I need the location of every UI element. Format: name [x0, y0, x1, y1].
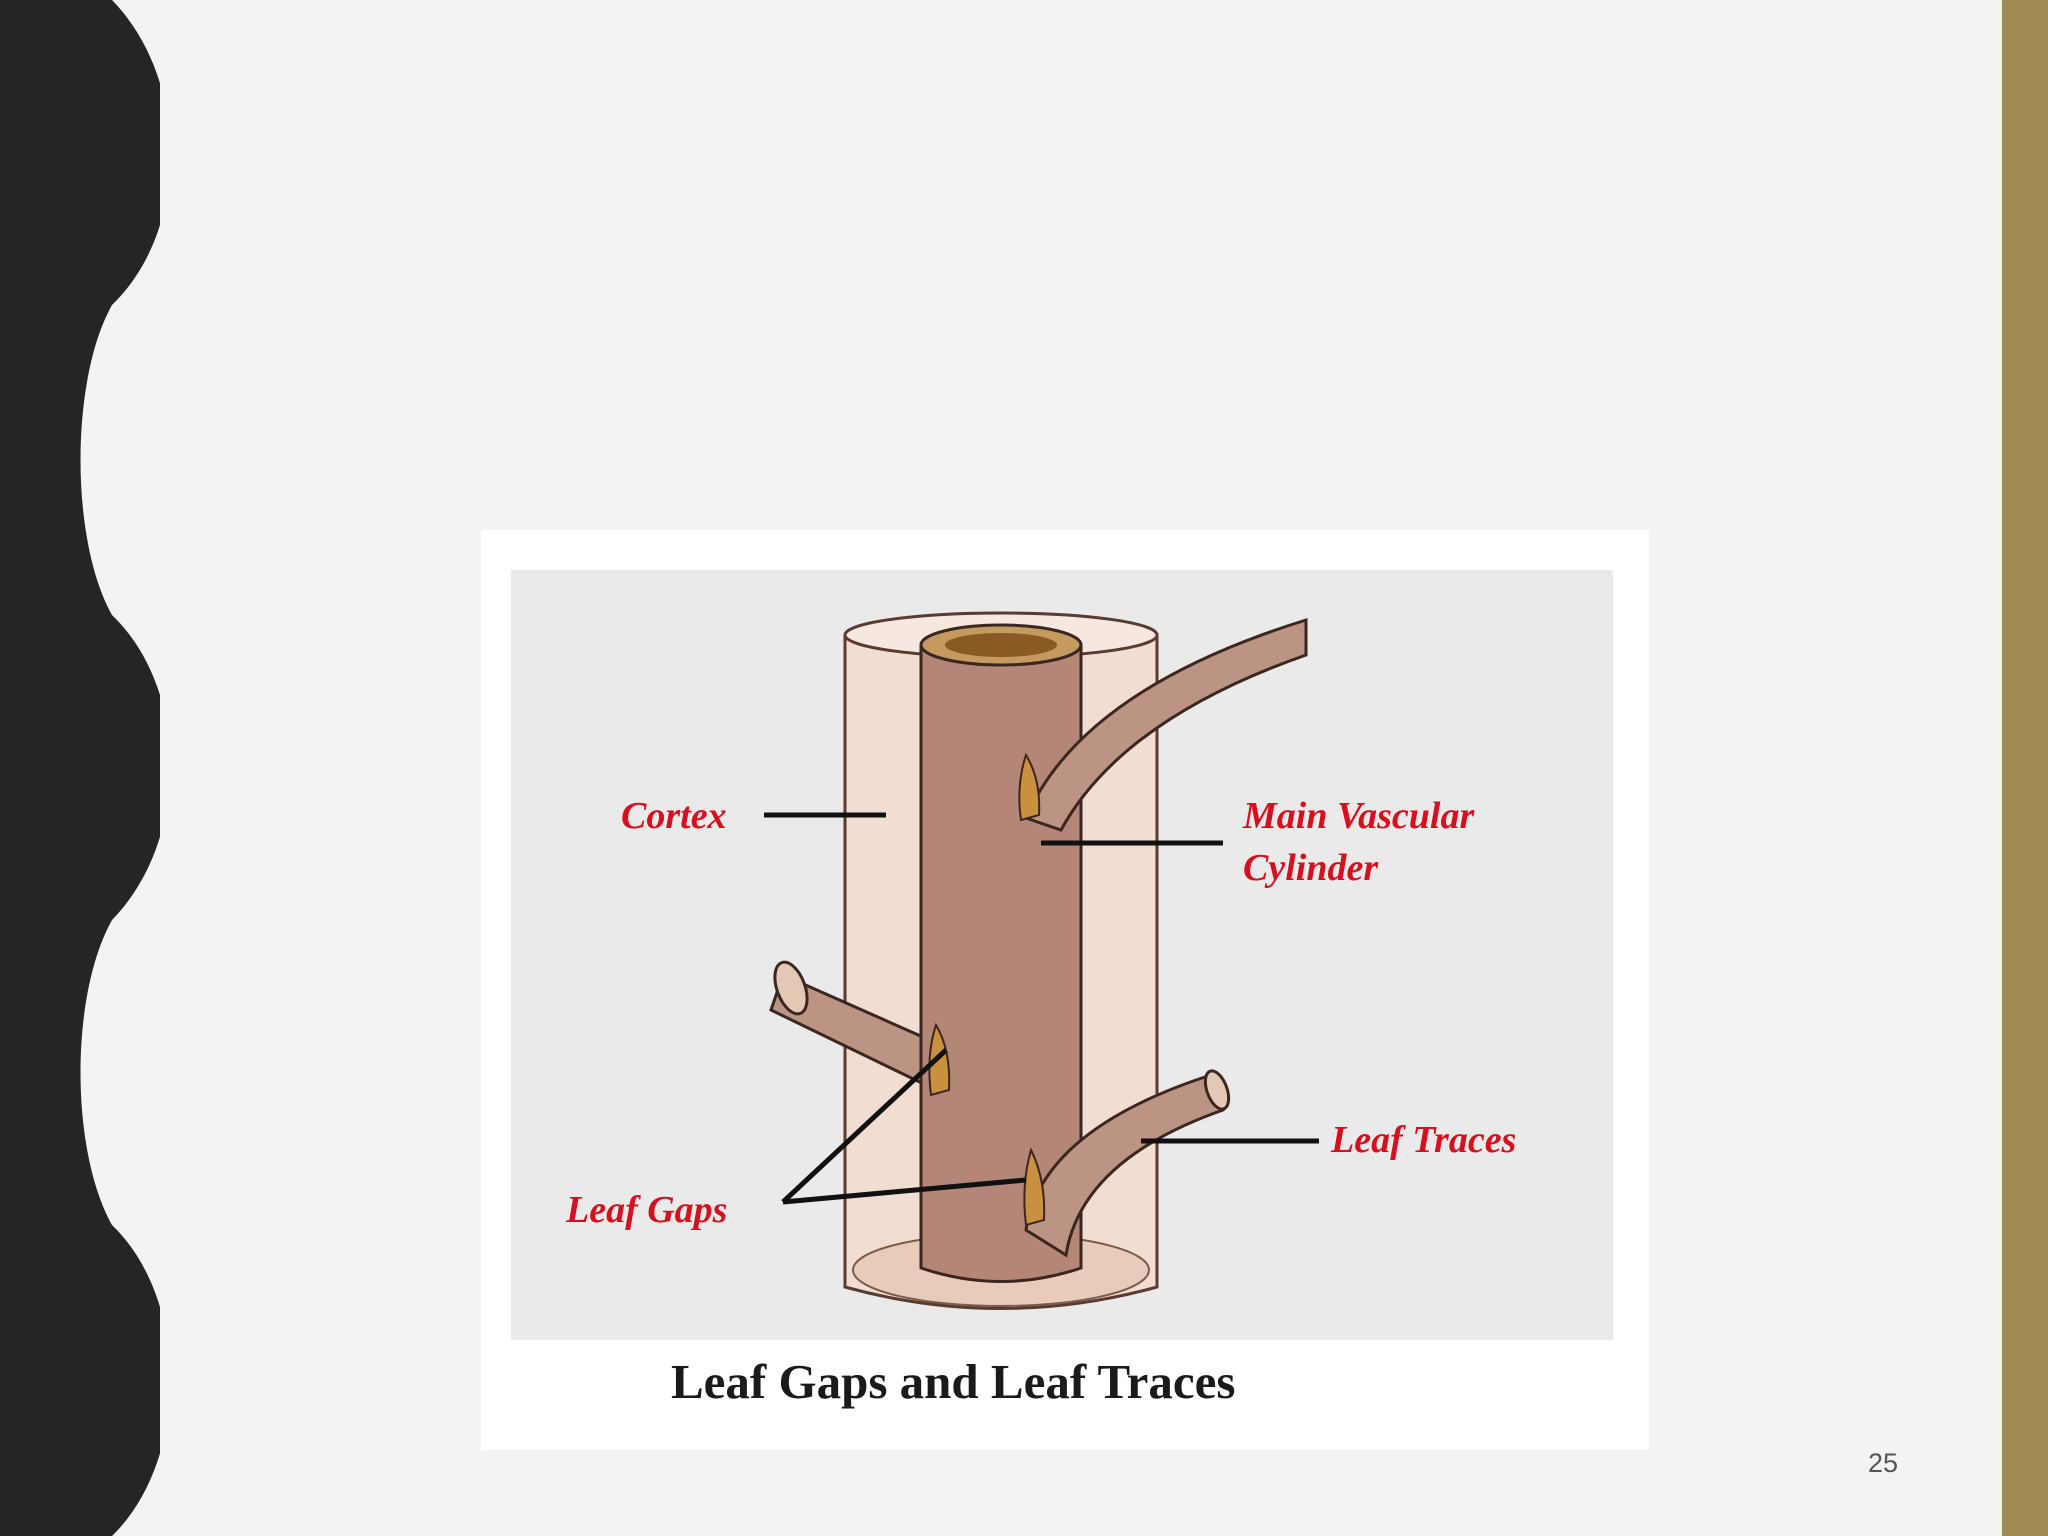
- leaf-gap-diagram: Cortex Main Vascular Cylinder Leaf Trace…: [481, 530, 1649, 1450]
- leaf-traces-label: Leaf Traces: [1330, 1119, 1516, 1161]
- main-vascular-label-line2: Cylinder: [1243, 847, 1379, 889]
- wavy-edge: [0, 0, 160, 1536]
- left-decorative-band: [0, 0, 160, 1536]
- figure-caption: Leaf Gaps and Leaf Traces: [671, 1354, 1235, 1409]
- leaf-gaps-pointer-a: [781, 1048, 948, 1204]
- page-number: 25: [1868, 1448, 1899, 1478]
- leaf-gap-lower: [1023, 1147, 1046, 1227]
- right-accent-band: [2002, 0, 2048, 1536]
- leaf-gap-upper: [1018, 752, 1041, 822]
- leaf-gaps-pointer-b: [782, 1177, 1027, 1205]
- leaf-trace-branch-upper: [1023, 617, 1308, 832]
- stem-illustration: Cortex Main Vascular Cylinder Leaf Trace…: [511, 570, 1613, 1409]
- leaf-trace-end-lower: [1203, 1069, 1231, 1111]
- leaf-trace-end-left: [773, 960, 809, 1016]
- cortex-label: Cortex: [621, 795, 727, 837]
- leaf-gaps-label: Leaf Gaps: [565, 1189, 727, 1231]
- accent-strip: [2002, 0, 2048, 1536]
- pith-top: [945, 633, 1057, 657]
- main-vascular-label-line1: Main Vascular: [1242, 795, 1475, 837]
- leaf-gap-middle: [928, 1022, 951, 1097]
